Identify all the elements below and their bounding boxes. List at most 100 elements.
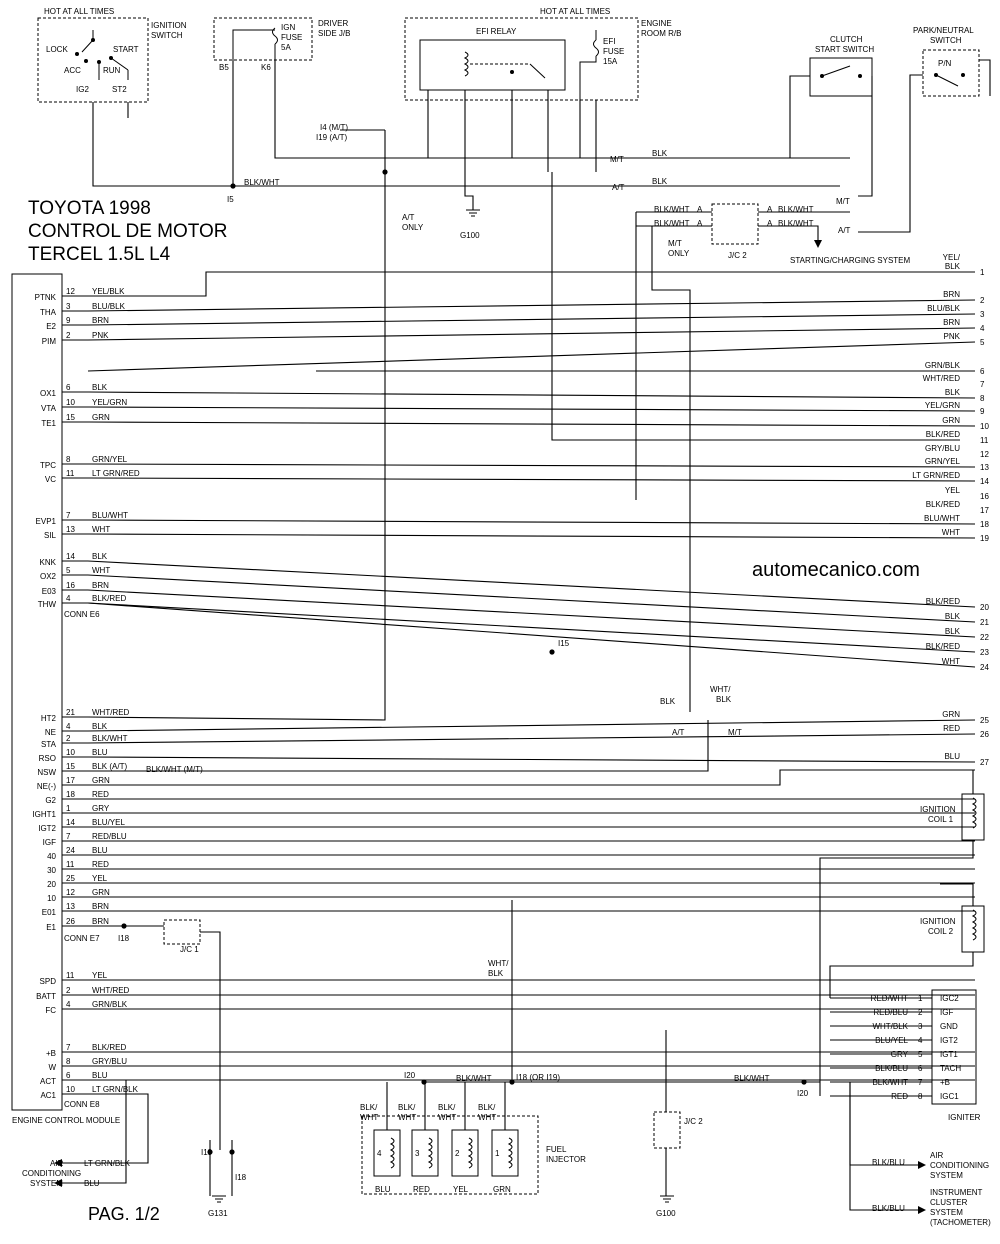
ecm-pin-name: HT2	[41, 714, 57, 723]
ecm-wire-color: BLK (A/T)	[92, 762, 127, 771]
wire	[651, 226, 691, 712]
injector-lead-color: BLK/	[398, 1103, 416, 1112]
ecm-pin-number: 24	[66, 846, 75, 855]
ecm-pin-number: 4	[66, 722, 71, 731]
conn-e8-label: CONN E8	[64, 1100, 100, 1109]
pn-label: P/N	[938, 59, 952, 68]
engine-room-rb	[404, 17, 639, 101]
terminal-wire-color: BRN	[943, 318, 960, 327]
wire	[87, 602, 976, 668]
terminal-wire-color: BLK	[945, 262, 961, 271]
ecm-pin-number: 10	[66, 748, 75, 757]
wire	[87, 463, 976, 468]
injector-wire-color: RED	[413, 1185, 430, 1194]
ign-fuse-label: IGN	[281, 23, 295, 32]
wire	[858, 74, 923, 233]
arrow-icon	[814, 240, 822, 248]
terminal-wire-color: GRY/BLU	[925, 444, 960, 453]
ac-system-label: SYSTEM	[30, 1179, 63, 1188]
terminal-wire-color: BLK/RED	[926, 597, 960, 606]
wire	[87, 589, 976, 638]
igniter	[931, 989, 977, 1105]
acc-label: ACC	[64, 66, 81, 75]
k6-label: K6	[261, 63, 271, 72]
coil-icon	[971, 797, 977, 829]
ac-system-label: SYSTEM	[930, 1171, 963, 1180]
a-label: A	[767, 219, 773, 228]
coil1-label: COIL 1	[928, 815, 954, 824]
ecm-pin-name: THW	[38, 600, 57, 609]
ecm-pin-name: IGT2	[38, 824, 56, 833]
terminal-wire-color: YEL/	[943, 253, 961, 262]
wire	[819, 840, 974, 1096]
ecm-pin-number: 11	[66, 469, 75, 478]
driver-jb-label: DRIVER	[318, 19, 348, 28]
ecm-wire-color: BLU	[92, 748, 108, 757]
ecm-pin-number: 15	[66, 413, 75, 422]
wire-color-label: WHT/	[710, 685, 731, 694]
nsw-mt-label: BLK/WHT (M/T)	[146, 765, 203, 774]
wire-color-label: LT GRN/BLK	[84, 1159, 131, 1168]
ecm-pin-name: E2	[46, 322, 56, 331]
i18-label: I18	[118, 934, 130, 943]
ecm-pin-name: PIM	[42, 337, 57, 346]
ac-system-label: AIR	[930, 1151, 944, 1160]
cluster-label: SYSTEM	[930, 1208, 963, 1217]
terminal-wire-color: GRN	[942, 710, 960, 719]
ecm-pin-number: 4	[66, 594, 71, 603]
terminal-number: 9	[980, 407, 985, 416]
ecm-wire-color: BLU/YEL	[92, 818, 125, 827]
igniter-pin-name: IGF	[940, 1008, 953, 1017]
terminal-number: 16	[980, 492, 989, 501]
ecm-wire-color: BRN	[92, 917, 109, 926]
i18-or-i19-label: I18 (OR I19)	[516, 1073, 560, 1082]
ecm-wire-color: BLU	[92, 846, 108, 855]
wire	[87, 533, 976, 539]
ecm-pin-number: 16	[66, 581, 75, 590]
terminal-number: 4	[980, 324, 985, 333]
ecm-wire-color: BLK/RED	[92, 1043, 126, 1052]
splice-dot	[230, 183, 236, 189]
injector-wire-color: BLU	[375, 1185, 391, 1194]
ecm-pin-number: 2	[66, 331, 71, 340]
ecm-wire-color: YEL/BLK	[92, 287, 125, 296]
terminal-number: 20	[980, 603, 989, 612]
ecm-pin-name: NSW	[37, 768, 56, 777]
ecm-pin-number: 13	[66, 525, 75, 534]
jc1-label: J/C 1	[180, 945, 199, 954]
right-terminal-group: 1YEL/BLK2BRN3BLU/BLK4BRN5PNK6GRN/BLK7WHT…	[912, 253, 989, 767]
cluster-label: (TACHOMETER)	[930, 1218, 991, 1227]
ecm-wire-color: RED/BLU	[92, 832, 127, 841]
ecm-wire-color: BRN	[92, 316, 109, 325]
wire	[88, 271, 975, 297]
wire	[940, 883, 974, 906]
i19-label: I19 (A/T)	[316, 133, 347, 142]
wire	[849, 1082, 920, 1166]
wire	[87, 560, 976, 608]
ac-system-label: AIR	[50, 1159, 64, 1168]
wire	[88, 769, 975, 786]
ecm-pin-name: VTA	[41, 404, 57, 413]
ecm-pin-name: BATT	[36, 992, 56, 1001]
ac-system-label: CONDITIONING	[930, 1161, 989, 1170]
wire	[551, 172, 960, 441]
wire-color-label: BLK/WHT	[654, 205, 690, 214]
ecm-wire-color: LT GRN/RED	[92, 469, 140, 478]
at-label: A/T	[838, 226, 851, 235]
ecm-pin-number: 10	[66, 1085, 75, 1094]
pn-switch-label: SWITCH	[930, 36, 962, 45]
efi-fuse-label: FUSE	[603, 47, 624, 56]
ecm-wire-color: RED	[92, 790, 109, 799]
splice-dot	[549, 649, 555, 655]
ac-system-label: CONDITIONING	[22, 1169, 81, 1178]
lock-label: LOCK	[46, 45, 68, 54]
splice-dot	[207, 1149, 213, 1155]
ecm-wire-color: BLK	[92, 722, 108, 731]
ecm-pin-number: 14	[66, 818, 75, 827]
wire	[87, 477, 976, 482]
ecm-pin-name: THA	[40, 308, 57, 317]
ecm-pin-number: 11	[66, 971, 75, 980]
ground-icon	[466, 209, 480, 217]
ignition-coil-1: IGNITION COIL 1	[920, 793, 985, 841]
